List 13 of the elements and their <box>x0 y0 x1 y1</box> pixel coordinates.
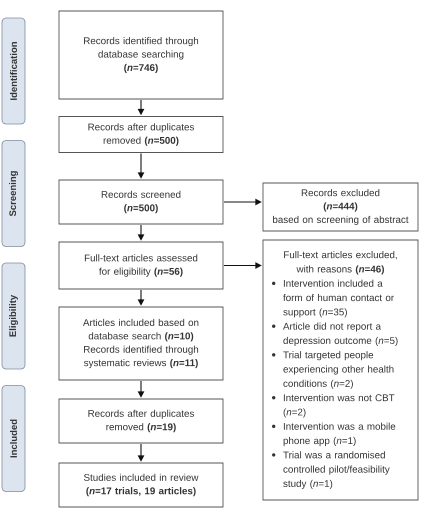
process-box: Records excluded (n=444) based on screening of abstract <box>262 182 418 232</box>
process-box: Records after duplicates removed (n=500) <box>58 116 224 153</box>
process-box: Articles included based on database search (n=10) Records identified through systematic reviews (n=11) <box>58 306 224 380</box>
stage-band: Eligibility <box>2 262 26 370</box>
process-box: Records screened (n=500) <box>58 180 224 224</box>
stage-band: Screening <box>2 140 26 247</box>
stage-band: Included <box>2 385 26 492</box>
process-box: Studies included in review (n=17 trials, 19 articles) <box>58 462 224 508</box>
stage-band: Identification <box>2 18 26 124</box>
list-box: Full-text articles excluded, with reasons (n=46) Intervention included a form of human contact or support (n=35) Article did not report a depression outcome (n=5) Trial targeted people experiencing other health conditions (n=2) Intervention was not CBT (n=2) Intervention was a mobile phone app (n=1) Trial was a randomised controlled pilot/feasibility study (n=1) <box>262 240 418 500</box>
process-box: Records after duplicates removed (n=19) <box>58 398 224 444</box>
process-box: Full-text articles assessed for eligibility (n=56) <box>58 242 224 290</box>
process-box: Records identified through database searching (n=746) <box>58 10 224 100</box>
